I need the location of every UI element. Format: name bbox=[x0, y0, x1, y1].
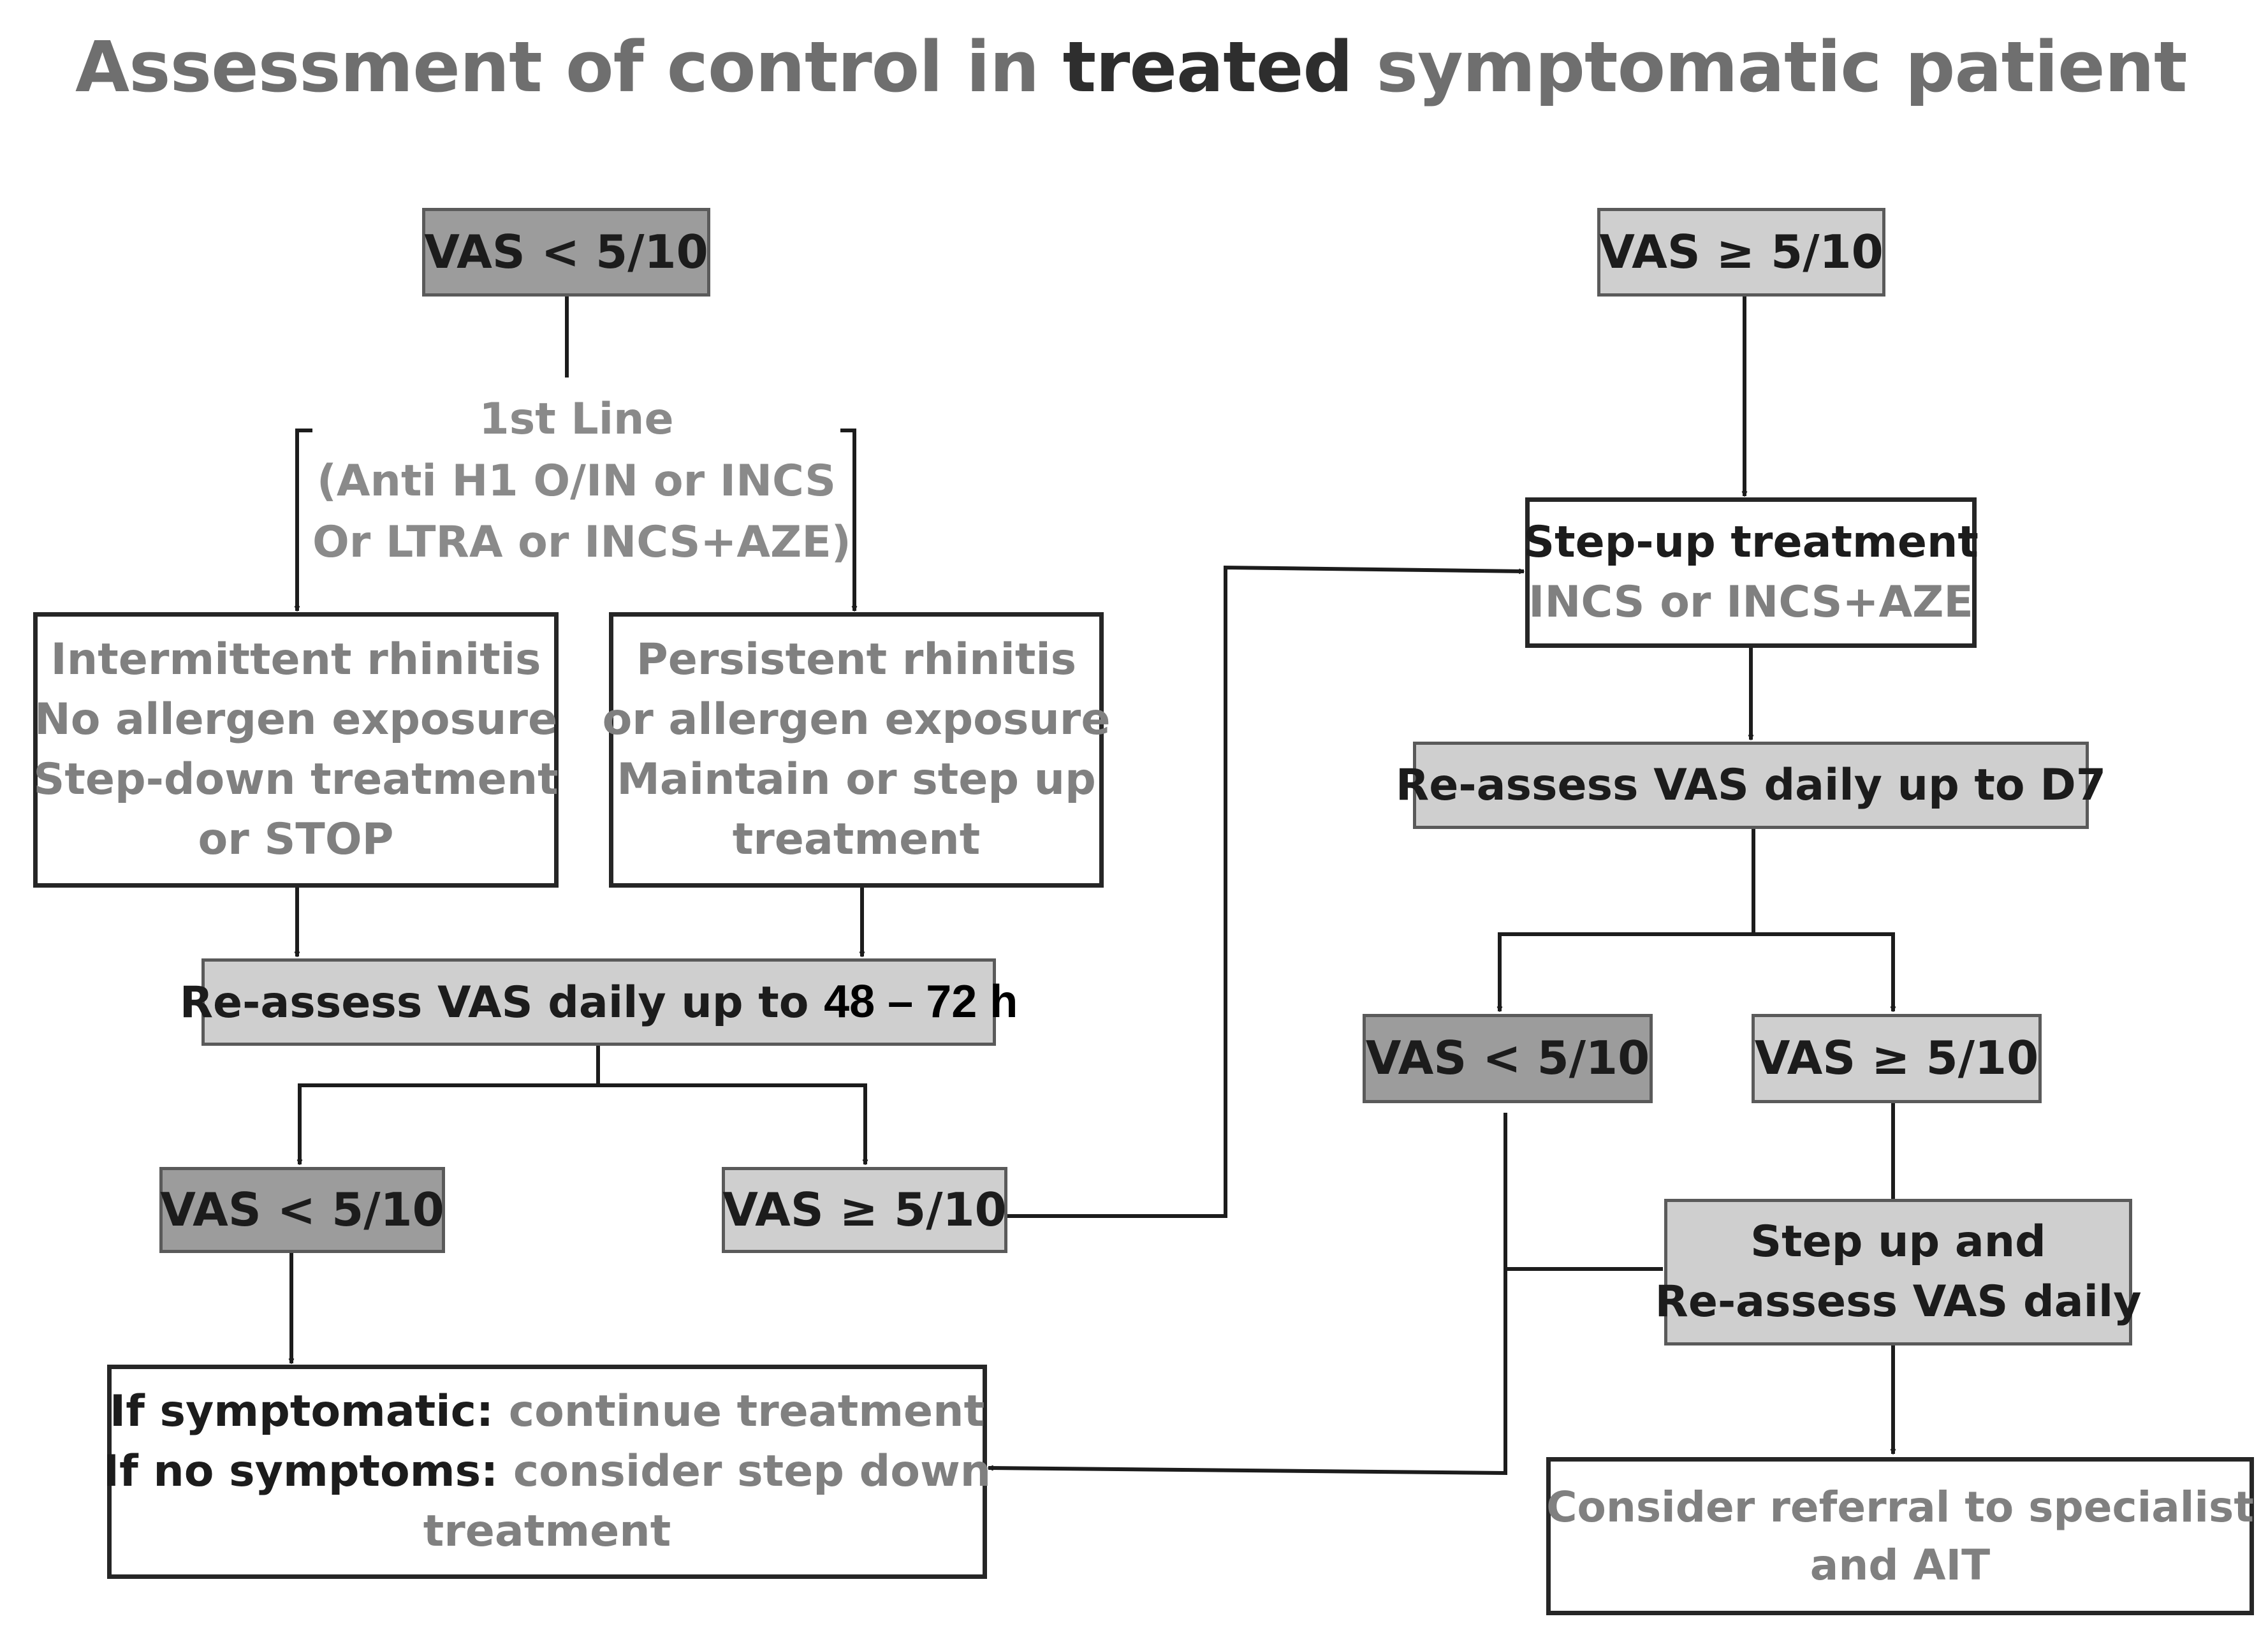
first-line-text: 1st Line (Anti H1 O/IN or INCS Or LTRA o… bbox=[312, 389, 851, 574]
persistent-rhinitis-box: Persistent rhinitis or allergen exposure… bbox=[603, 612, 1110, 888]
vas-low-start-label: VAS < 5/10 bbox=[424, 224, 708, 279]
reassess-48-72h-prefix: Re-assess VAS daily up to bbox=[179, 977, 824, 1028]
arrow-to-intermittent bbox=[297, 429, 312, 611]
first-line-detail-2: Or LTRA or INCS+AZE) bbox=[312, 517, 851, 568]
referral-line-1: Consider referral to specialist bbox=[1546, 1482, 2254, 1532]
intermittent-line-3: Step-down treatment bbox=[33, 754, 559, 805]
step-up-reassess-line-2: Re-assess VAS daily bbox=[1655, 1277, 2142, 1327]
vas-low-right-label: VAS < 5/10 bbox=[1365, 1031, 1650, 1085]
persistent-line-4: treatment bbox=[732, 814, 981, 865]
step-up-treatment-sub: INCS or INCS+AZE bbox=[1528, 577, 1973, 627]
arrow-vaslow-to-outcome-right bbox=[988, 1113, 1507, 1476]
vas-low-left-label: VAS < 5/10 bbox=[160, 1182, 444, 1236]
outcome-line-1: If symptomatic: continue treatment bbox=[110, 1382, 984, 1442]
outcome-no-symptoms-label: If no symptoms: bbox=[103, 1446, 513, 1497]
outcome-box: If symptomatic: continue treatment If no… bbox=[103, 1365, 991, 1579]
outcome-no-symptoms-action: consider step down bbox=[513, 1446, 991, 1497]
intermittent-line-1: Intermittent rhinitis bbox=[50, 634, 541, 686]
step-up-reassess-box: Step up and Re-assess VAS daily bbox=[1655, 1199, 2142, 1345]
vas-high-left-box: VAS ≥ 5/10 bbox=[722, 1167, 1007, 1253]
title-part2: symptomatic patient bbox=[1352, 26, 2187, 108]
arrow-to-persistent bbox=[840, 429, 854, 611]
vas-high-left-label: VAS ≥ 5/10 bbox=[722, 1182, 1007, 1236]
step-up-treatment-title: Step-up treatment bbox=[1523, 517, 1979, 568]
persistent-line-3: Maintain or step up bbox=[617, 754, 1096, 805]
referral-box: Consider referral to specialist and AIT bbox=[1546, 1457, 2254, 1615]
arrow-vashigh-to-stepup bbox=[1007, 565, 1524, 1218]
vas-low-start-box: VAS < 5/10 bbox=[422, 208, 710, 297]
title-part1: Assessment of control in bbox=[75, 26, 1063, 108]
vas-high-right-box: VAS ≥ 5/10 bbox=[1752, 1014, 2042, 1103]
intermittent-line-2: No allergen exposure bbox=[34, 694, 558, 745]
vas-high-right-label: VAS ≥ 5/10 bbox=[1754, 1031, 2039, 1085]
vas-low-right-box: VAS < 5/10 bbox=[1363, 1014, 1653, 1103]
intermittent-rhinitis-box: Intermittent rhinitis No allergen exposu… bbox=[33, 612, 559, 888]
outcome-symptomatic-action: continue treatment bbox=[508, 1386, 985, 1437]
title-emphasis: treated bbox=[1062, 26, 1354, 108]
vas-high-start-label: VAS ≥ 5/10 bbox=[1599, 224, 1884, 279]
reassess-d7-label: Re-assess VAS daily up to D7 bbox=[1395, 759, 2107, 810]
referral-line-2: and AIT bbox=[1810, 1541, 1991, 1590]
intermittent-line-4: or STOP bbox=[198, 814, 394, 865]
step-up-reassess-line-1: Step up and bbox=[1750, 1217, 2046, 1268]
outcome-line-2: If no symptoms: consider step down bbox=[103, 1442, 991, 1502]
reassess-d7-box: Re-assess VAS daily up to D7 bbox=[1396, 742, 2106, 829]
reassess-48-72h-row: Re-assess VAS daily up to 48 – 72 h bbox=[180, 971, 1018, 1034]
persistent-line-1: Persistent rhinitis bbox=[636, 634, 1077, 686]
outcome-no-symptoms-action-cont: treatment bbox=[423, 1506, 671, 1557]
split-reassess-right bbox=[598, 1083, 865, 1164]
diagram-title: Assessment of control in treated symptom… bbox=[75, 19, 2218, 115]
split-d7-right bbox=[1753, 932, 1893, 1011]
reassess-48-72h-box: Re-assess VAS daily up to 48 – 72 h bbox=[180, 958, 1018, 1046]
outcome-line-3: treatment bbox=[423, 1502, 671, 1562]
vas-low-left-box: VAS < 5/10 bbox=[159, 1167, 445, 1253]
reassess-48-72h-time: 48 – 72 h bbox=[824, 976, 1018, 1027]
persistent-line-2: or allergen exposure bbox=[602, 694, 1111, 745]
first-line-detail-1: (Anti H1 O/IN or INCS bbox=[316, 455, 837, 506]
outcome-symptomatic-label: If symptomatic: bbox=[109, 1386, 509, 1437]
split-reassess bbox=[300, 1046, 600, 1164]
split-d7 bbox=[1500, 829, 1755, 1011]
step-up-treatment-box: Step-up treatment INCS or INCS+AZE bbox=[1523, 497, 1979, 648]
vas-high-start-box: VAS ≥ 5/10 bbox=[1597, 208, 1885, 297]
first-line-title: 1st Line bbox=[479, 394, 674, 444]
